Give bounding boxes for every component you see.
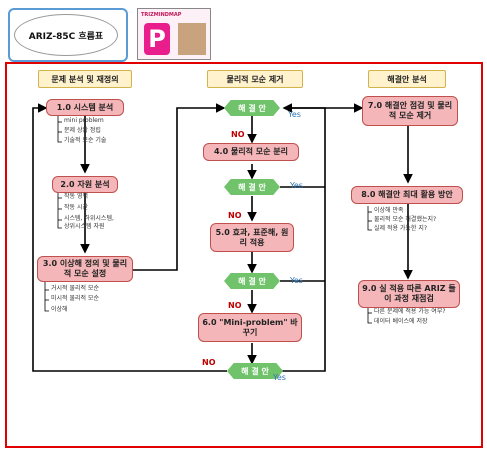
column-header-contradiction: 물리적 모순 제거: [207, 70, 303, 88]
step-6-change-mini-problem: 6.0 "Mini-problem" 바꾸기: [198, 313, 302, 342]
yes-label-2: Yes: [290, 181, 303, 190]
yes-label-1: Yes: [288, 110, 301, 119]
step-3-sub-2: 미시적 물리적 모순: [51, 295, 99, 302]
step-9-review-process: 9.0 실 적용 따른 ARIZ 들이 과정 재점검: [358, 280, 460, 308]
column-header-solution: 해결안 분석: [368, 70, 446, 88]
step-1-sub-2: 문제 상황 정립: [64, 127, 101, 134]
yes-label-4: Yes: [273, 373, 286, 382]
logo-letter: P: [144, 23, 170, 55]
step-8-sub-2: 물리적 모순 해결했는지?: [374, 216, 437, 223]
decision-2: 해 결 안: [224, 179, 280, 195]
decision-4: 해 결 안: [227, 363, 283, 379]
yes-label-3: Yes: [290, 276, 303, 285]
title-cloud: ARIZ-85C 흐름표: [14, 14, 118, 56]
step-7-verify-solution: 7.0 해결안 점검 및 물리적 모순 제거: [362, 96, 458, 126]
step-3-sub-1: 거시적 물리적 모순: [51, 285, 99, 292]
flowchart-frame: [5, 62, 483, 448]
step-5-apply-effects: 5.0 효과, 표준해, 원리 적용: [210, 223, 294, 252]
step-8-maximize-solution: 8.0 해결안 최대 활용 방안: [351, 186, 463, 204]
step-2-sub-3: 시스템, 하위시스템,: [64, 215, 114, 222]
step-3-ideal-solution: 3.0 이상해 정의 및 물리적 모순 설정: [37, 256, 133, 282]
decision-1: 해 결 안: [224, 100, 280, 116]
logo-photo: [178, 23, 206, 55]
trizmindmap-logo: TRIZMINDMAP P: [137, 8, 211, 60]
step-1-system-analysis: 1.0 시스템 분석: [46, 99, 124, 116]
no-label-2: NO: [228, 211, 242, 220]
step-1-sub-3: 기술적 모순 기술: [64, 137, 107, 144]
step-4-separation: 4.0 물리적 모순 분리: [203, 143, 299, 161]
logo-text: TRIZMINDMAP: [141, 12, 182, 18]
step-9-sub-1: 다른 문제에 적용 가능 여부?: [374, 308, 446, 315]
step-2-sub-4: 상위시스템 자원: [64, 223, 105, 230]
step-8-sub-3: 실제 적용 가능한 지?: [374, 225, 428, 232]
no-label-3: NO: [228, 301, 242, 310]
step-2-resource-analysis: 2.0 자원 분석: [52, 176, 118, 193]
no-label-4: NO: [202, 358, 216, 367]
step-3-sub-3: 이상해: [51, 306, 68, 313]
step-2-sub-2: 작동 시간: [64, 204, 88, 211]
step-1-sub-1: mini problem: [64, 117, 104, 124]
step-2-sub-1: 작동 영역: [64, 193, 88, 200]
column-header-analysis: 문제 분석 및 재정의: [38, 70, 132, 88]
no-label-1: NO: [231, 130, 245, 139]
step-8-sub-1: 이상해 만족: [374, 207, 404, 214]
step-9-sub-2: 데이터 베이스에 저장: [374, 318, 428, 325]
decision-3: 해 결 안: [224, 273, 280, 289]
